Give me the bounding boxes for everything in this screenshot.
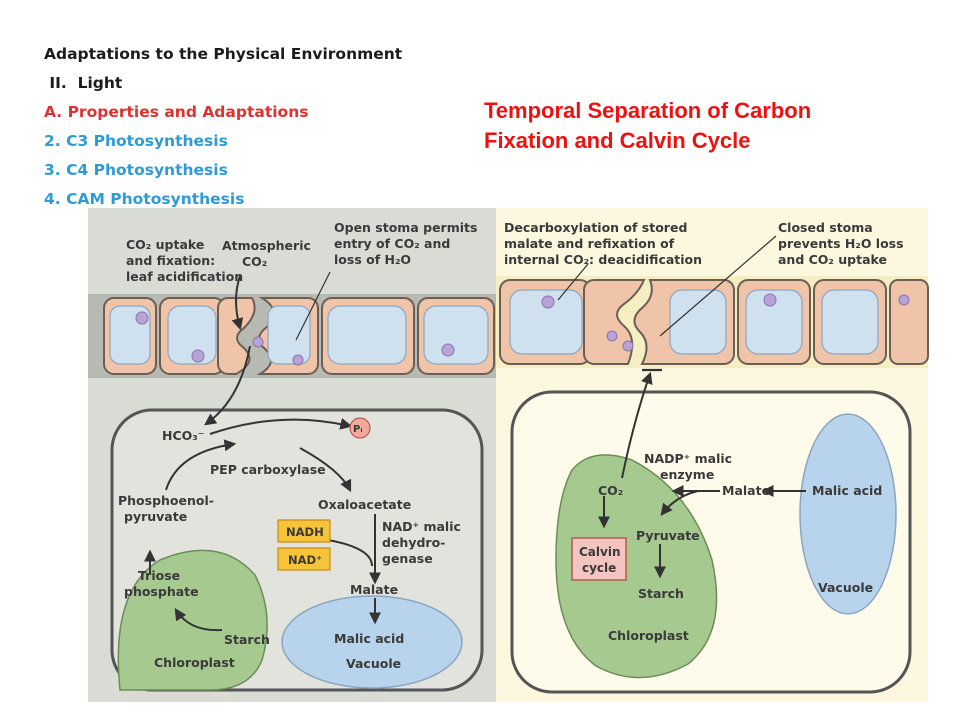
night-labels: CO₂ uptake and fixation: leaf acidificat… <box>118 220 477 671</box>
day-labels: Decarboxylation of stored malate and ref… <box>504 220 904 643</box>
day-starch-label: Starch <box>638 586 684 601</box>
night-malic-acid-label: Malic acid <box>334 631 404 646</box>
night-panel: CO₂ uptake and fixation: leaf acidificat… <box>88 208 496 702</box>
outline-item-2: 2. C3 Photosynthesis <box>44 132 228 150</box>
nadp-malic-label-1: NADP⁺ malic <box>644 451 732 466</box>
triose-label-1: Triose <box>138 568 180 583</box>
night-chloroplast-label: Chloroplast <box>154 655 235 670</box>
outline-item-a: A. Properties and Adaptations <box>44 103 309 121</box>
day-caption-3: internal CO₂: deacidification <box>504 252 702 267</box>
triose-label-2: phosphate <box>124 584 199 599</box>
day-cell-vacuoles <box>509 289 879 355</box>
night-organelles <box>135 311 455 366</box>
phosphate-circle <box>349 417 371 439</box>
night-malate-label: Malate <box>350 582 398 597</box>
day-malic-acid-label: Malic acid <box>812 483 882 498</box>
night-vacuole <box>281 595 463 689</box>
nadh-box <box>277 519 331 543</box>
day-vacuole-label: Vacuole <box>818 580 873 595</box>
oxaloacetate-label: Oxaloacetate <box>318 497 411 512</box>
nadh-label: NADH <box>286 525 324 539</box>
day-chloroplast-label: Chloroplast <box>608 628 689 643</box>
closed-stoma-note-1: Closed stoma <box>778 220 873 235</box>
calvin-label-1: Calvin <box>579 545 621 559</box>
day-caption-1: Decarboxylation of stored <box>504 220 687 235</box>
day-panel: Decarboxylation of stored malate and ref… <box>496 208 929 702</box>
heading-line-1: Temporal Separation of Carbon <box>484 98 812 123</box>
night-vacuole-label: Vacuole <box>346 656 401 671</box>
night-arrows <box>144 275 381 632</box>
pi-label: Pᵢ <box>353 424 363 435</box>
nadp-malic-label-2: enzyme <box>660 467 714 482</box>
pyruvate-label: Pyruvate <box>636 528 700 543</box>
nad-malic-label-3: genase <box>382 551 433 566</box>
night-chloroplast <box>117 549 268 691</box>
slide-heading: Temporal Separation of Carbon Fixation a… <box>484 96 811 156</box>
closed-stoma-note-2: prevents H₂O loss <box>778 236 904 251</box>
night-caption-1: CO₂ uptake <box>126 237 204 252</box>
outline-section: II. Light <box>44 74 123 92</box>
pep-label-2: pyruvate <box>124 509 187 524</box>
open-stoma-note-3: loss of H₂O <box>334 252 411 267</box>
nad-malic-label-1: NAD⁺ malic <box>382 519 461 534</box>
day-stoma-pointer <box>659 235 777 337</box>
day-malate-label: Malate <box>722 483 770 498</box>
day-vacuole <box>799 413 897 615</box>
night-caption-2: and fixation: <box>126 253 215 268</box>
outline-title: Adaptations to the Physical Environment <box>44 45 403 63</box>
pep-carboxylase-label: PEP carboxylase <box>210 462 326 477</box>
heading-line-2: Fixation and Calvin Cycle <box>484 128 751 153</box>
night-stoma-pointer <box>295 271 331 341</box>
open-stoma-note-1: Open stoma permits <box>334 220 477 235</box>
open-stoma-note-2: entry of CO₂ and <box>334 236 450 251</box>
nad-box <box>277 547 331 571</box>
nad-label: NAD⁺ <box>288 553 322 567</box>
calvin-label-2: cycle <box>582 561 616 575</box>
outline-item-4: 4. CAM Photosynthesis <box>44 190 245 208</box>
calvin-cycle-box <box>571 537 627 581</box>
day-caption-2: malate and refixation of <box>504 236 675 251</box>
slide-outline: Adaptations to the Physical Environment … <box>44 40 484 214</box>
day-organelles <box>541 293 910 352</box>
night-starch-label: Starch <box>224 632 270 647</box>
day-arrows <box>598 371 806 579</box>
hco3-label: HCO₃⁻ <box>162 428 204 443</box>
atmospheric-label: Atmospheric <box>222 238 311 253</box>
closed-stoma-note-3: and CO₂ uptake <box>778 252 887 267</box>
day-chloroplast <box>555 454 718 679</box>
pep-label-1: Phosphoenol- <box>118 493 214 508</box>
atmospheric-co2-label: CO₂ <box>242 254 267 269</box>
night-cell-vacuoles <box>109 305 489 365</box>
day-co2-label: CO₂ <box>598 483 623 498</box>
night-caption-3: leaf acidification <box>126 269 243 284</box>
outline-item-3: 3. C4 Photosynthesis <box>44 161 228 179</box>
nad-malic-label-2: dehydro- <box>382 535 445 550</box>
day-caption-pointer <box>557 263 589 301</box>
